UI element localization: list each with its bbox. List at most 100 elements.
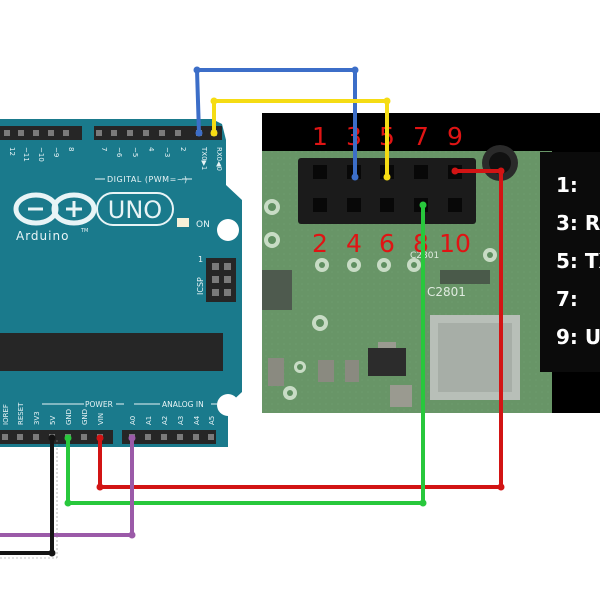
header-hole [347, 198, 361, 212]
wire-node [497, 167, 505, 175]
digital-pin-label: 12 [8, 147, 16, 156]
header-hole [313, 165, 327, 179]
brand-name: Arduino [16, 229, 69, 243]
brand-tm: TM [80, 228, 88, 234]
icsp-pin-hole [224, 289, 231, 296]
digital-pin-label: ~5 [131, 147, 139, 157]
power-pin-label: GND [65, 409, 73, 425]
power-pin-label: 5V [49, 416, 57, 425]
power-label: POWER [85, 400, 113, 409]
pin-legend-item: 9: U [556, 325, 600, 349]
model-name: UNO [108, 196, 162, 224]
icsp-pin1: 1 [198, 255, 203, 264]
pin-hole [111, 130, 117, 136]
icsp-label: ICSP [196, 277, 205, 295]
digital-pin-label: ~3 [163, 147, 171, 157]
module-pin-number: 7 [413, 122, 429, 151]
power-pin-label: VIN [97, 413, 105, 425]
wire-node [193, 66, 201, 74]
module-pin-number: 10 [439, 229, 471, 258]
pin-hole [159, 130, 165, 136]
model-badge [96, 192, 174, 226]
wire-node [128, 434, 136, 442]
pin-hole [18, 130, 24, 136]
digital-pin-label: TX0▶1 [200, 146, 208, 170]
pin-hole [33, 130, 39, 136]
wire-node [195, 129, 203, 137]
digital-pin-label: ~10 [37, 147, 45, 162]
wire-node [64, 434, 72, 442]
digital-pin-label: ~11 [22, 147, 30, 162]
pin-legend-item: 3: RX [556, 211, 600, 235]
module-pin-number: 6 [379, 229, 395, 258]
header-hole [313, 198, 327, 212]
pin-hole [145, 434, 151, 440]
module-pin-number: 4 [346, 229, 362, 258]
wire-node [210, 129, 218, 137]
icsp-pin-hole [212, 289, 219, 296]
analog-pin-label: A2 [161, 416, 169, 425]
analog-pin-labels: A0 A1 A2 A3 A4 A5 [129, 415, 216, 425]
wire-node [497, 483, 505, 491]
wire-node [128, 531, 136, 539]
icsp-pin-hole [212, 276, 219, 283]
wire-node [96, 434, 104, 442]
icsp-pin-hole [224, 276, 231, 283]
digital-pin-label: 2 [179, 147, 187, 151]
analog-pin-label: A1 [145, 416, 153, 425]
pin-hole [33, 434, 39, 440]
digital-pin-label: ~6 [115, 147, 123, 158]
wire-node [210, 97, 218, 105]
wire-node [419, 499, 427, 507]
arduino-logo [13, 192, 97, 226]
pin-hole [175, 130, 181, 136]
analog-pin-label: A4 [193, 415, 201, 425]
digital-header-left [0, 126, 82, 140]
module-pin-number: 1 [312, 122, 328, 151]
pin-legend-item: 5: TX [556, 249, 600, 273]
power-pin-label: RESET [17, 402, 25, 425]
on-label: ON [196, 220, 210, 230]
digital-pin-label: 7 [100, 147, 108, 151]
wire-node [383, 173, 391, 181]
pin-legend-item: 7: [556, 287, 578, 311]
wire-yellow [212, 99, 389, 177]
wire-node [351, 173, 359, 181]
header-hole [380, 198, 394, 212]
microcontroller [0, 333, 223, 371]
power-pin-label: IOREF [2, 404, 10, 425]
icsp-pin-hole [224, 263, 231, 270]
pin-hole [177, 434, 183, 440]
wire-blue [195, 68, 357, 177]
analog-header [122, 430, 216, 444]
wire-node [48, 434, 56, 442]
digital-pin-label: 8 [67, 147, 75, 151]
wire-node [64, 499, 72, 507]
icsp-holes [212, 263, 231, 296]
analog-label: ANALOG IN [162, 400, 204, 409]
pin-hole [161, 434, 167, 440]
pin-hole [17, 434, 23, 440]
pin-legend: 1:3: RX5: TX7:9: U [556, 173, 600, 349]
analog-pin-label: A3 [177, 416, 185, 425]
header-hole [448, 198, 462, 212]
pin-hole [48, 130, 54, 136]
pin-hole [63, 130, 69, 136]
pin-hole [127, 130, 133, 136]
header-hole [414, 165, 428, 179]
wire-node [419, 201, 427, 209]
analog-pin-label: A5 [208, 416, 216, 425]
pin-hole [96, 130, 102, 136]
wire-node [48, 549, 56, 557]
analog-pin-label: A0 [129, 416, 137, 425]
module-pin-number: 9 [447, 122, 463, 151]
pin-header [298, 158, 476, 224]
pin-hole [4, 130, 10, 136]
power-pin-label: GND [81, 409, 89, 425]
wire-node [96, 483, 104, 491]
digital-pin-label: RX0◀0 [215, 147, 223, 171]
pin-hole [2, 434, 8, 440]
